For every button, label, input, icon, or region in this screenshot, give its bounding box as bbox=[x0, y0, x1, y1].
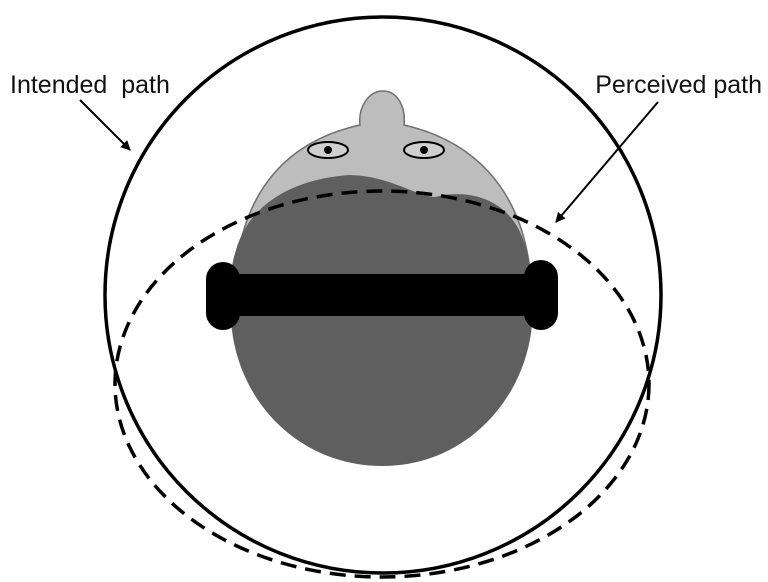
intended-arrow bbox=[80, 100, 130, 150]
left-ear-cup bbox=[206, 262, 240, 330]
left-eye bbox=[308, 142, 348, 158]
perceived-path-label: Perceived path bbox=[595, 71, 762, 99]
perceived-arrow bbox=[556, 102, 658, 222]
right-ear-cup bbox=[524, 260, 558, 330]
right-eye bbox=[404, 142, 444, 158]
head-hair bbox=[230, 175, 533, 466]
intended-path-label: Intended path bbox=[10, 71, 170, 99]
headphone-band bbox=[222, 274, 548, 316]
